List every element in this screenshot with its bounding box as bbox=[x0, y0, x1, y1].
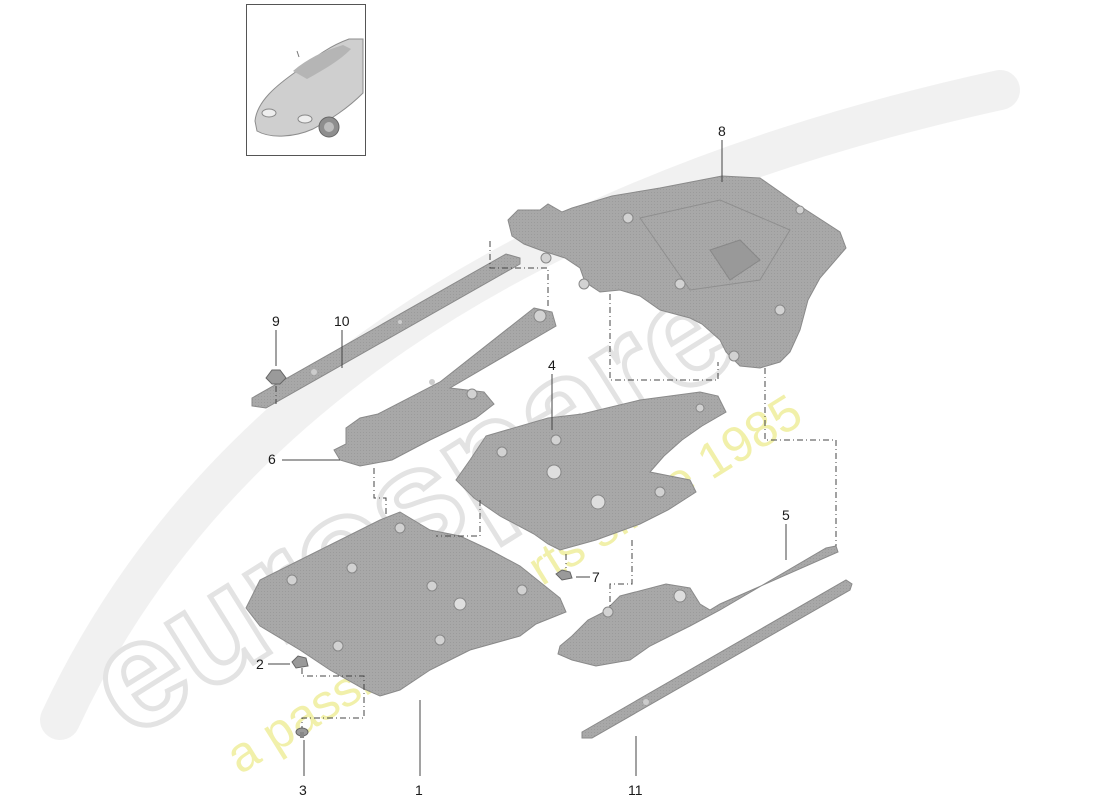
callout-8[interactable]: 8 bbox=[718, 123, 726, 139]
callout-2[interactable]: 2 bbox=[256, 656, 264, 672]
part-3-screw[interactable] bbox=[295, 727, 309, 738]
part-2-clip[interactable] bbox=[291, 655, 309, 669]
part-8-rear-underbody-panel[interactable] bbox=[507, 175, 847, 369]
part-6-left-side-panel[interactable] bbox=[333, 307, 557, 467]
part-9-nut[interactable] bbox=[265, 369, 287, 385]
assembly-lines bbox=[275, 238, 837, 728]
callout-6[interactable]: 6 bbox=[268, 451, 276, 467]
callout-11[interactable]: 11 bbox=[628, 782, 643, 798]
callout-4[interactable]: 4 bbox=[548, 357, 556, 373]
part-10-side-trim-strip[interactable] bbox=[251, 253, 521, 409]
part-1-front-underbody-panel[interactable] bbox=[245, 511, 567, 697]
part-11-side-sill-strip[interactable] bbox=[581, 579, 853, 739]
car-icon bbox=[254, 38, 364, 138]
part-4-center-underbody-panel[interactable] bbox=[455, 391, 727, 551]
callout-5[interactable]: 5 bbox=[782, 507, 790, 523]
callout-9[interactable]: 9 bbox=[272, 313, 280, 329]
part-5-right-side-panel[interactable] bbox=[557, 545, 839, 667]
callout-10[interactable]: 10 bbox=[334, 313, 350, 329]
leader-lines bbox=[268, 140, 787, 776]
part-7-clip[interactable] bbox=[555, 569, 573, 581]
callout-7[interactable]: 7 bbox=[592, 569, 600, 585]
vehicle-thumbnail bbox=[246, 4, 366, 156]
callout-3[interactable]: 3 bbox=[299, 782, 307, 798]
callout-1[interactable]: 1 bbox=[415, 782, 423, 798]
